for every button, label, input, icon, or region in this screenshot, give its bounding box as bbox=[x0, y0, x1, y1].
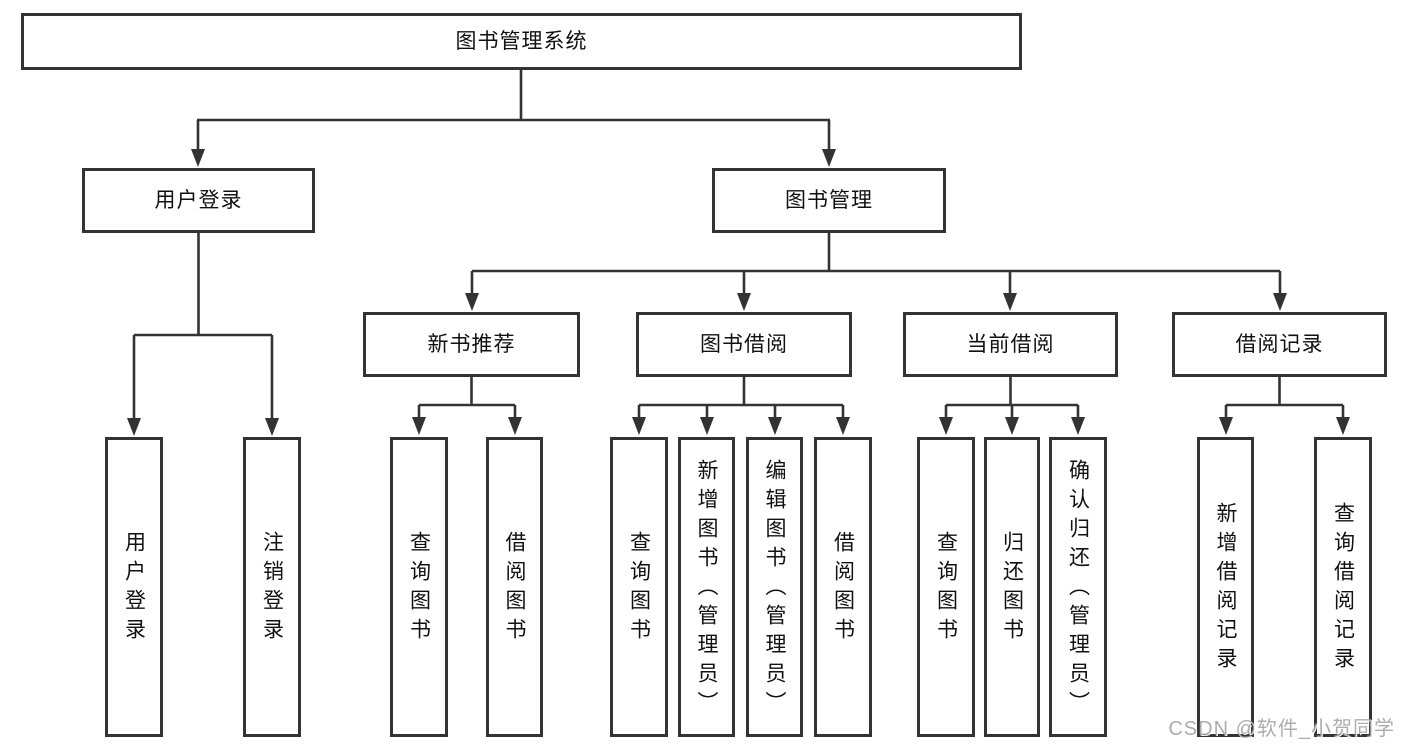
node-new-book-recommend: 新书推荐 bbox=[363, 312, 580, 377]
arrow-down-icon bbox=[632, 417, 646, 435]
arrow-down-icon bbox=[508, 417, 522, 435]
arrow-down-icon bbox=[412, 417, 426, 435]
connector-newbook-to-leaves bbox=[417, 377, 517, 430]
arrow-down-icon bbox=[1005, 417, 1019, 435]
arrow-down-icon bbox=[822, 149, 836, 167]
leaf-borrow-books-recommend: 借阅图书 bbox=[486, 437, 543, 737]
connector-bookmgmt-to-level3 bbox=[470, 233, 1282, 306]
arrow-down-icon bbox=[939, 417, 953, 435]
leaf-query-books-borrow: 查询图书 bbox=[610, 437, 668, 737]
leaf-confirm-return-admin: 确认归还（管理员） bbox=[1049, 437, 1107, 737]
leaf-query-books-current: 查询图书 bbox=[917, 437, 975, 737]
arrow-down-icon bbox=[1003, 293, 1017, 311]
node-current-borrow: 当前借阅 bbox=[903, 312, 1118, 377]
arrow-down-icon bbox=[836, 417, 850, 435]
leaf-add-books-admin: 新增图书（管理员） bbox=[678, 437, 735, 737]
connector-root-to-level2 bbox=[196, 70, 831, 162]
node-borrow-records: 借阅记录 bbox=[1172, 312, 1387, 377]
arrow-down-icon bbox=[127, 418, 141, 436]
leaf-edit-books-admin: 编辑图书（管理员） bbox=[746, 437, 803, 737]
arrow-down-icon bbox=[737, 293, 751, 311]
arrow-down-icon bbox=[1273, 293, 1287, 311]
leaf-user-login: 用户登录 bbox=[105, 437, 163, 737]
leaf-add-borrow-record: 新增借阅记录 bbox=[1197, 437, 1254, 737]
node-root-system: 图书管理系统 bbox=[21, 13, 1022, 70]
arrow-down-icon bbox=[1219, 417, 1233, 435]
leaf-query-books-recommend: 查询图书 bbox=[390, 437, 448, 737]
connector-bookborrow-to-leaves bbox=[637, 377, 845, 430]
arrow-down-icon bbox=[465, 293, 479, 311]
node-book-borrow: 图书借阅 bbox=[636, 312, 852, 377]
leaf-query-borrow-record: 查询借阅记录 bbox=[1314, 437, 1372, 737]
arrow-down-icon bbox=[265, 418, 279, 436]
connector-login-to-leaves bbox=[132, 233, 274, 431]
leaf-logout: 注销登录 bbox=[243, 437, 301, 737]
leaf-borrow-books: 借阅图书 bbox=[814, 437, 872, 737]
connector-borrowrecord-to-leaves bbox=[1224, 377, 1345, 430]
arrow-down-icon bbox=[191, 149, 205, 167]
node-book-management: 图书管理 bbox=[712, 168, 946, 233]
arrow-down-icon bbox=[700, 417, 714, 435]
arrow-down-icon bbox=[1336, 417, 1350, 435]
csdn-watermark: CSDN @软件_小贺同学 bbox=[1168, 718, 1395, 740]
leaf-return-books: 归还图书 bbox=[984, 437, 1040, 737]
arrowheads bbox=[127, 149, 1350, 436]
arrow-down-icon bbox=[768, 417, 782, 435]
arrow-down-icon bbox=[1071, 417, 1085, 435]
node-user-login: 用户登录 bbox=[82, 168, 315, 233]
